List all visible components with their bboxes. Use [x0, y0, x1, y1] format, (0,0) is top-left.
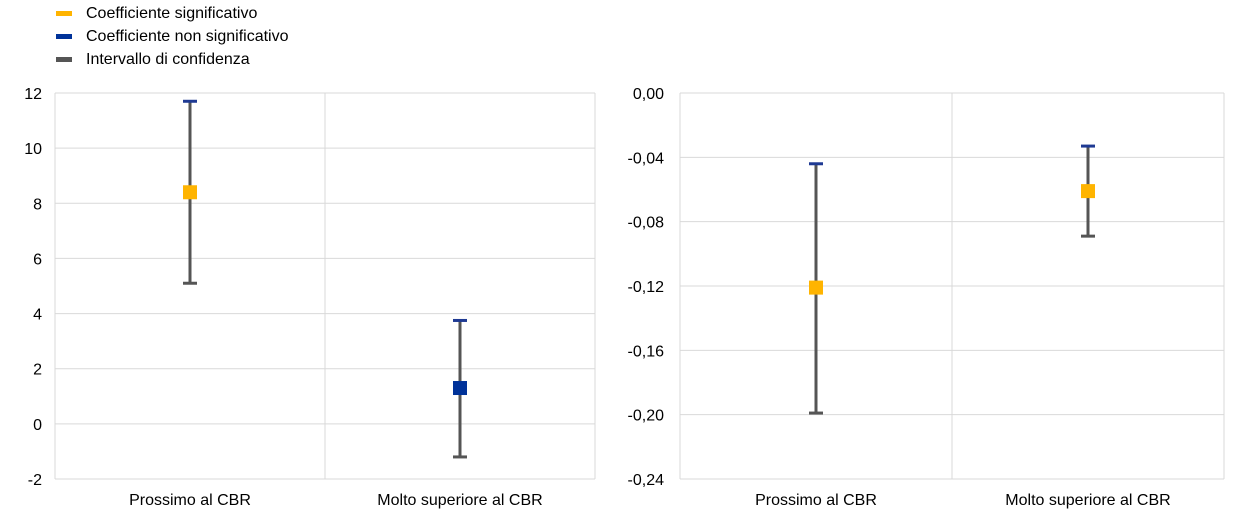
legend-item-significant: Coefficiente significativo	[56, 2, 289, 25]
chart2-coefficient-marker	[809, 280, 823, 295]
chart2-y-tick-label: -0,08	[628, 215, 665, 232]
chart1-x-tick-label: Prossimo al CBR	[129, 492, 251, 509]
chart2-x-tick-label: Prossimo al CBR	[755, 492, 877, 509]
chart2-y-tick-label: 0,00	[633, 86, 664, 103]
legend-label-confidence-interval: Intervallo di confidenza	[86, 50, 250, 68]
legend-label-non-significant: Coefficiente non significativo	[86, 27, 289, 45]
chart2-y-tick-label: -0,12	[628, 279, 665, 296]
chart1-y-tick-label: 10	[24, 141, 42, 158]
legend-label-significant: Coefficiente significativo	[86, 4, 258, 22]
chart1-coefficient-marker	[453, 381, 467, 396]
legend-swatch-confidence-interval	[56, 57, 72, 62]
chart1-y-tick-label: 8	[33, 196, 42, 213]
chart2-coefficient-marker	[1081, 184, 1095, 199]
chart1-y-tick-label: 12	[24, 86, 42, 103]
chart2-y-tick-label: -0,24	[628, 472, 665, 489]
chart1-y-tick-label: 4	[33, 307, 42, 324]
legend-swatch-non-significant	[56, 34, 72, 39]
chart1-y-tick-label: 0	[33, 417, 42, 434]
legend: Coefficiente significativo Coefficiente …	[56, 2, 289, 71]
chart1-y-tick-label: -2	[28, 472, 42, 489]
chart1-y-tick-label: 6	[33, 251, 42, 268]
chart2-x-tick-label: Molto superiore al CBR	[1005, 492, 1170, 509]
chart2-y-tick-label: -0,16	[628, 343, 665, 360]
chart2-y-tick-label: -0,04	[628, 150, 665, 167]
chart1-y-tick-label: 2	[33, 362, 42, 379]
legend-item-confidence-interval: Intervallo di confidenza	[56, 48, 289, 71]
chart1-coefficient-marker	[183, 185, 197, 200]
legend-item-non-significant: Coefficiente non significativo	[56, 25, 289, 48]
chart2-y-tick-label: -0,20	[628, 408, 665, 425]
chart1-x-tick-label: Molto superiore al CBR	[377, 492, 542, 509]
legend-swatch-significant	[56, 11, 72, 16]
